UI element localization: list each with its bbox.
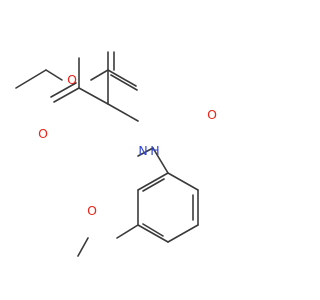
bond-ring-o-methoxy xyxy=(116,224,139,239)
structure-diagram: O O O N H O xyxy=(15,51,217,257)
atom-o-ester-carbonyl: O xyxy=(207,107,217,122)
ring-bond-1 xyxy=(167,172,199,191)
atom-o-ester-single: O xyxy=(67,72,77,87)
bond-o-methoxy-ch3 xyxy=(77,237,89,257)
bond-n-ch2 xyxy=(137,147,154,157)
bond-ester-c-o2 xyxy=(107,69,137,87)
bond-ethyl-ch2-o xyxy=(45,69,63,81)
ring-double-2 xyxy=(142,223,164,237)
ring-bond-4 xyxy=(137,224,169,243)
structure-canvas: O O O N H O xyxy=(15,51,217,257)
bond-ketone-c-o-b xyxy=(50,82,77,98)
atom-n-amine: N xyxy=(138,143,147,158)
bond-ester-c-o2-double xyxy=(110,74,138,91)
atom-h-amine: H xyxy=(150,143,159,158)
ring-bond-6 xyxy=(137,172,169,191)
bond-alpha-n xyxy=(107,103,139,122)
atom-o-ketone: O xyxy=(38,126,48,141)
atom-o-methoxy: O xyxy=(87,203,97,218)
bond-ethyl-ch3-ch2 xyxy=(15,69,47,89)
ring-double-3 xyxy=(142,178,165,192)
bond-o-ester-carbon xyxy=(90,69,109,81)
bond-ketone-c-o-a xyxy=(53,87,80,103)
bond-alpha-ketone-c xyxy=(78,87,109,105)
bond-ch2-ring xyxy=(152,147,169,174)
ring-bond-3 xyxy=(167,224,199,243)
